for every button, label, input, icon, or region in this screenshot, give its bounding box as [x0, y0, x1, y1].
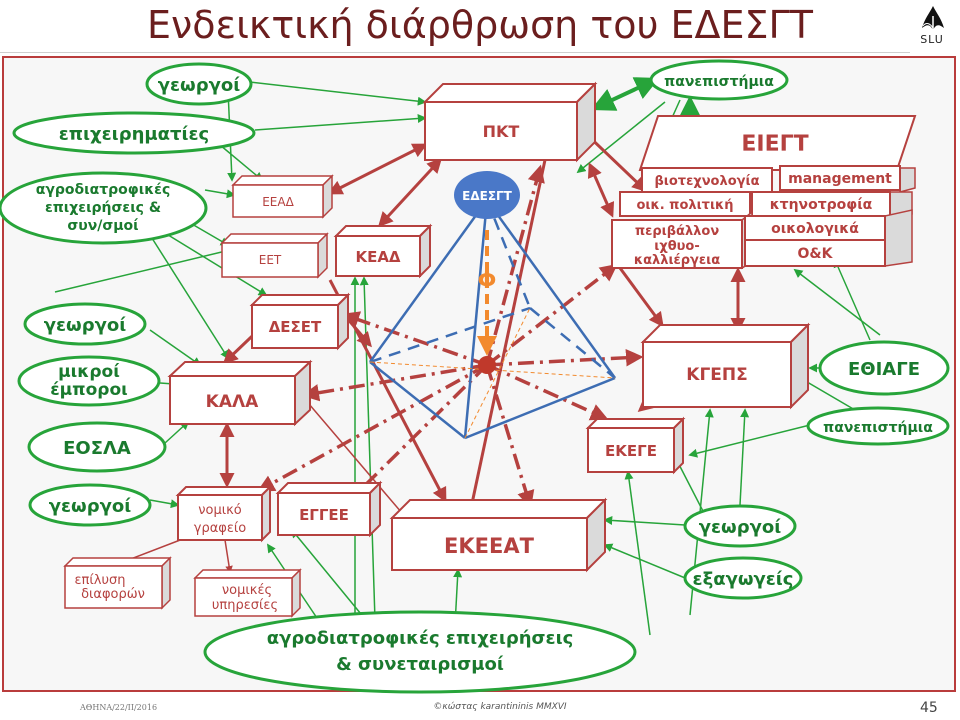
svg-text:επιχειρηματίες: επιχειρηματίες [59, 124, 209, 145]
box-kgeps: ΚΓΕΠΣ [640, 322, 811, 410]
box-nomiko: νομικό γραφείο [175, 484, 273, 543]
page-number: 45 [920, 700, 938, 716]
svg-text:ΚΓΕΠΣ: ΚΓΕΠΣ [686, 365, 747, 385]
box-eigt: ΕΙΕΓΤ [638, 115, 917, 171]
oval-agro-small: αγροδιατροφικές επιχειρήσεις & συν/σμοί [0, 171, 208, 245]
red-dashdot-spokes [256, 164, 644, 513]
svg-text:πανεπιστήμια: πανεπιστήμια [664, 74, 774, 90]
box-ekege: ΕΚΕΓΕ [585, 416, 686, 475]
box-epilysi: επίλυση διαφορών [63, 556, 172, 610]
svg-text:Ο&Κ: Ο&Κ [798, 246, 834, 262]
svg-text:γεωργοί: γεωργοί [44, 315, 126, 336]
oval-mikroi-emporoi: μικροί έμποροι [17, 355, 161, 407]
oval-georgoi-low: γεωργοί [28, 483, 152, 527]
svg-text:ΕΙΕΓΤ: ΕΙΕΓΤ [741, 132, 808, 157]
svg-text:ΕΓΓΕΕ: ΕΓΓΕΕ [299, 506, 349, 524]
footer-copyright: ©κώστας karantininis MMXVI [433, 702, 567, 712]
oval-epicheirimaties: επιχειρηματίες [12, 111, 256, 155]
box-ktinotrofia: κτηνοτροφία [751, 191, 913, 217]
box-oikologika: οικολογικά Ο&Κ [744, 209, 913, 267]
boxes: ΠΚΤ ΕΙΕΓΤ βιοτεχνολογία management οικ. … [63, 81, 917, 618]
oval-georgoi-top: γεωργοί [145, 62, 253, 106]
box-perivallon: περιβάλλον ιχθυο- καλλιέργεια [611, 210, 753, 270]
box-nomikes: νομικές υπηρεσίες [193, 568, 302, 618]
oval-panepistimia-top: πανεπιστήμια [649, 59, 789, 101]
svg-text:καλλιέργεια: καλλιέργεια [634, 253, 720, 268]
ovals: γεωργοί επιχειρηματίες αγροδιατροφικές ε… [0, 59, 950, 694]
svg-text:διαφορών: διαφορών [81, 587, 145, 602]
footer-date: ΑΘΗΝΑ/22/ΙΙ/2016 [80, 703, 158, 712]
svg-text:εξαγωγείς: εξαγωγείς [693, 569, 794, 590]
svg-text:κτηνοτροφία: κτηνοτροφία [770, 197, 873, 213]
box-eet: ΕΕΤ [220, 232, 329, 279]
oval-georgoi-mid: γεωργοί [23, 302, 147, 346]
svg-text:νομικό: νομικό [198, 503, 242, 518]
svg-text:επιχειρήσεις &: επιχειρήσεις & [45, 200, 161, 216]
svg-text:βιοτεχνολογία: βιοτεχνολογία [654, 174, 759, 189]
svg-text:ΕΕΤ: ΕΕΤ [259, 253, 282, 267]
oval-agro-big: αγροδιατροφικές επιχειρήσεις & συνεταιρι… [203, 610, 637, 694]
svg-text:ΚΑΛΑ: ΚΑΛΑ [206, 392, 259, 412]
svg-text:ΚΕΑΔ: ΚΕΑΔ [355, 248, 400, 266]
svg-text:αγροδιατροφικές επιχειρήσεις: αγροδιατροφικές επιχειρήσεις [267, 628, 574, 649]
svg-text:νομικές: νομικές [222, 583, 272, 598]
edesgt-node [454, 171, 520, 219]
svg-text:ΕΚΕΕΑΤ: ΕΚΕΕΑΤ [444, 534, 535, 558]
oval-panepistimia-right: πανεπιστήμια [806, 406, 950, 446]
svg-text:έμποροι: έμποροι [50, 380, 128, 400]
svg-text:γεωργοί: γεωργοί [158, 75, 240, 96]
slide-title: Ενδεικτική διάρθρωση του ΕΔΕΣΓΤ [147, 3, 813, 47]
svg-text:ΕΚΕΓΕ: ΕΚΕΓΕ [605, 442, 657, 460]
slu-logo-text: SLU [920, 33, 944, 46]
svg-text:ΔΕΣΕΤ: ΔΕΣΕΤ [269, 318, 322, 336]
oval-exagogeis: εξαγωγείς [683, 556, 803, 600]
oval-georgoi-right: γεωργοί [683, 504, 797, 548]
svg-text:πανεπιστήμια: πανεπιστήμια [823, 420, 933, 436]
box-pkt: ΠΚΤ [422, 81, 598, 163]
svg-text:συν/σμοί: συν/σμοί [67, 218, 138, 234]
svg-text:υπηρεσίες: υπηρεσίες [212, 598, 278, 613]
phi-label: Φ [478, 269, 497, 294]
slu-logo-icon [922, 6, 944, 32]
box-kala: ΚΑΛΑ [167, 359, 313, 427]
box-eead: ΕΕΑΔ [231, 174, 334, 219]
svg-text:& συνεταιρισμοί: & συνεταιρισμοί [336, 654, 504, 675]
oval-ethiage: ΕΘΙΑΓΕ [818, 340, 950, 396]
svg-text:ΕΘΙΑΓΕ: ΕΘΙΑΓΕ [848, 359, 920, 380]
svg-text:ΕΕΑΔ: ΕΕΑΔ [262, 195, 294, 209]
svg-text:ΠΚΤ: ΠΚΤ [483, 122, 520, 141]
svg-text:μικροί: μικροί [58, 362, 120, 382]
box-deset: ΔΕΣΕΤ [249, 292, 351, 351]
svg-text:γραφείο: γραφείο [194, 521, 247, 536]
box-ekeeat: ΕΚΕΕΑΤ [389, 497, 608, 573]
svg-text:ΕΟΣΛΑ: ΕΟΣΛΑ [63, 438, 131, 459]
box-management: management [779, 165, 916, 193]
oval-eosla: ΕΟΣΛΑ [27, 421, 167, 473]
svg-text:ιχθυο-: ιχθυο- [654, 239, 700, 254]
box-oik-politiki: οικ. πολιτική [619, 191, 751, 217]
svg-text:επίλυση: επίλυση [75, 573, 126, 588]
box-biotech: βιοτεχνολογία [641, 167, 773, 193]
title-divider [0, 52, 910, 53]
box-kead: ΚΕΑΔ [333, 223, 433, 279]
box-eggee: ΕΓΓΕΕ [275, 480, 383, 538]
svg-text:αγροδιατροφικές: αγροδιατροφικές [36, 182, 171, 198]
pyramid: ΕΔΕΣΓΤ Φ [368, 171, 617, 440]
edesgt-label: ΕΔΕΣΓΤ [462, 189, 513, 203]
svg-text:management: management [788, 171, 892, 187]
svg-text:γεωργοί: γεωργοί [699, 517, 781, 538]
svg-text:γεωργοί: γεωργοί [49, 496, 131, 517]
svg-text:οικ. πολιτική: οικ. πολιτική [636, 198, 733, 213]
svg-text:οικολογικά: οικολογικά [771, 221, 859, 237]
svg-text:περιβάλλον: περιβάλλον [635, 224, 720, 239]
